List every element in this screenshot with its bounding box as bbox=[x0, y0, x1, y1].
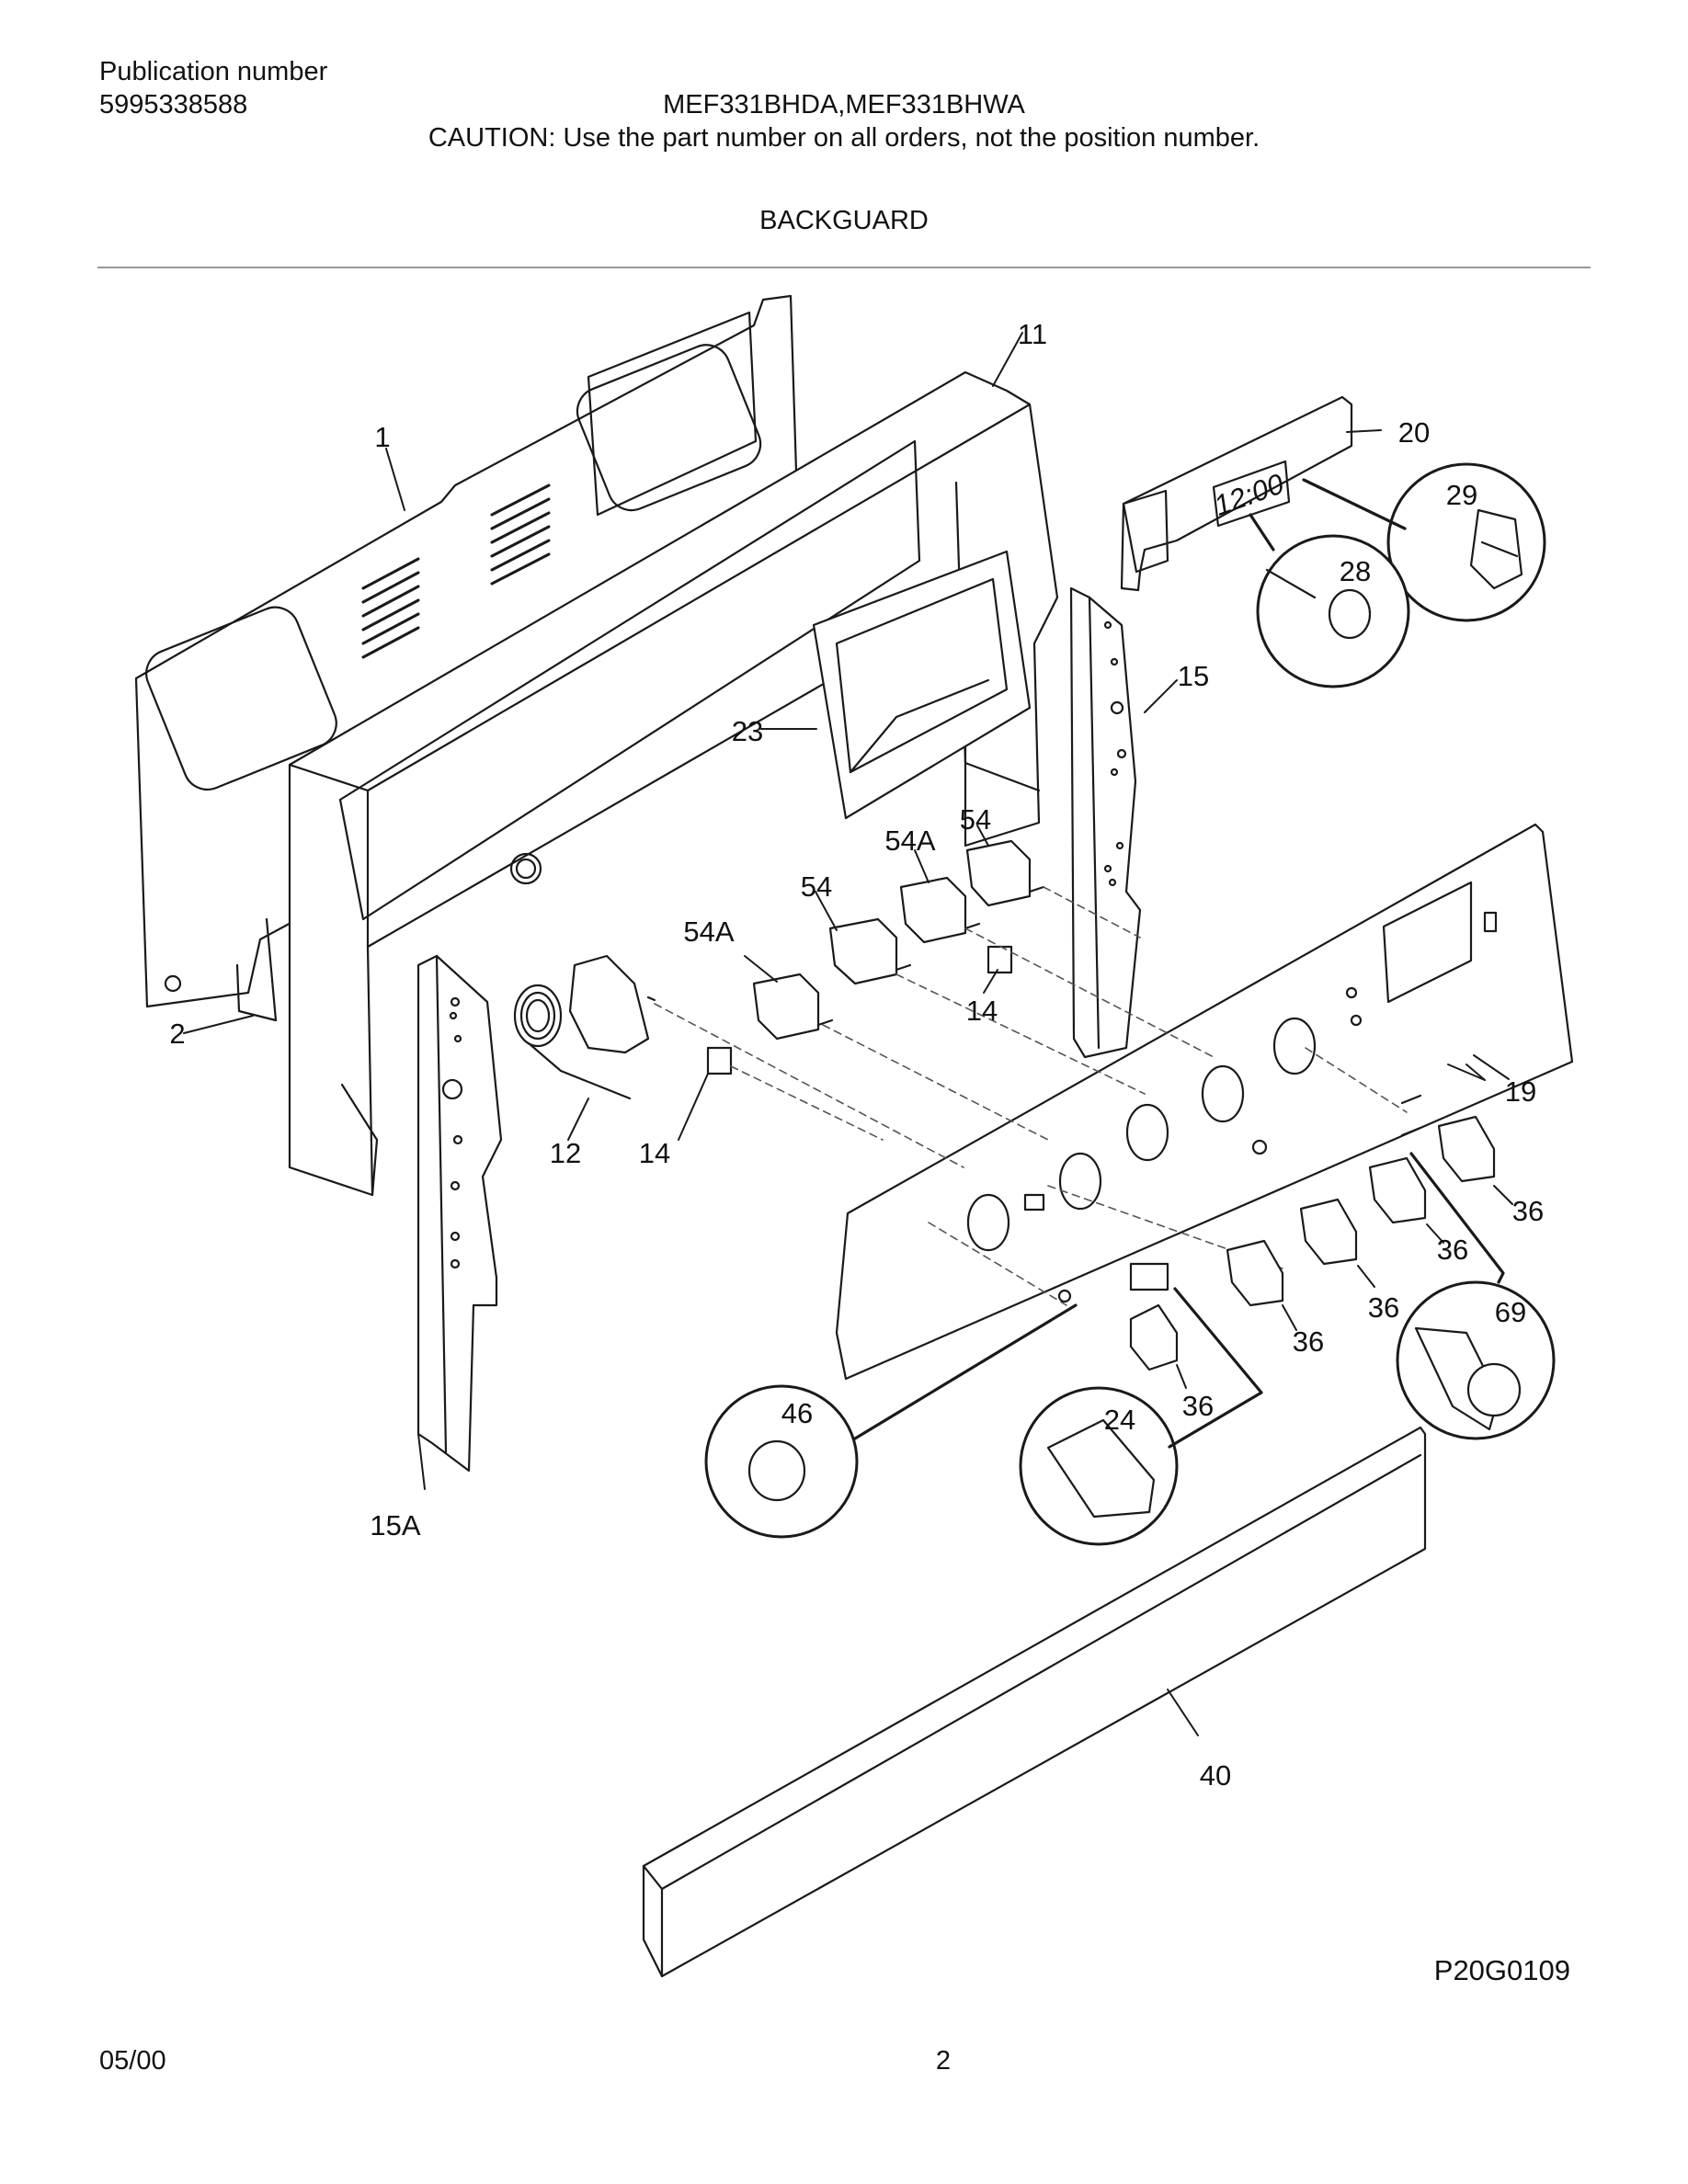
section-title: BACKGUARD bbox=[759, 206, 929, 235]
bracket-23 bbox=[812, 550, 1032, 820]
callout-46: 46 bbox=[781, 1397, 813, 1429]
callout-20: 20 bbox=[1398, 416, 1430, 449]
callout-54-upper: 54 bbox=[960, 803, 991, 836]
callout-36-c: 36 bbox=[1368, 1291, 1399, 1324]
control-panel-19 bbox=[835, 823, 1574, 1381]
footer-date: 05/00 bbox=[99, 2046, 166, 2076]
callout-23: 23 bbox=[732, 715, 763, 747]
callout-15a: 15A bbox=[370, 1509, 420, 1541]
callout-69: 69 bbox=[1495, 1296, 1526, 1328]
figure-code: P20G0109 bbox=[1434, 1954, 1570, 1986]
page-number: 2 bbox=[935, 2046, 952, 2076]
model-numbers: MEF331BHDA,MEF331BHWA bbox=[663, 90, 1025, 119]
callout-14-left: 14 bbox=[639, 1137, 670, 1169]
callout-29: 29 bbox=[1446, 479, 1477, 511]
clock-board-20 bbox=[1120, 395, 1353, 592]
publication-number: 5995338588 bbox=[99, 90, 248, 119]
callout-36-d: 36 bbox=[1293, 1325, 1324, 1358]
callout-40: 40 bbox=[1200, 1759, 1231, 1792]
callout-28: 28 bbox=[1340, 555, 1371, 587]
control-knobs bbox=[1129, 1115, 1496, 1371]
callout-36-b: 36 bbox=[1437, 1234, 1468, 1266]
side-bracket-15 bbox=[1069, 586, 1142, 1059]
side-bracket-15a bbox=[416, 954, 503, 1473]
lower-trim-40 bbox=[642, 1426, 1427, 1978]
callout-54a-upper: 54A bbox=[884, 825, 935, 857]
detail-bubble-69 bbox=[1396, 1280, 1556, 1440]
caution-note: CAUTION: Use the part number on all orde… bbox=[428, 123, 1260, 153]
callout-14-right: 14 bbox=[966, 995, 998, 1027]
callout-15: 15 bbox=[1178, 660, 1209, 692]
callout-24: 24 bbox=[1104, 1404, 1135, 1436]
infinite-switches bbox=[752, 839, 1045, 1041]
publication-label: Publication number bbox=[99, 57, 328, 86]
callout-19: 19 bbox=[1505, 1075, 1536, 1108]
thermostat-12 bbox=[513, 954, 656, 1100]
callout-2: 2 bbox=[169, 1018, 185, 1050]
callout-1: 1 bbox=[374, 421, 390, 453]
callout-54a-lower: 54A bbox=[683, 916, 734, 948]
backguard-shell bbox=[288, 370, 1059, 1197]
callout-54-lower: 54 bbox=[801, 870, 832, 903]
header-divider bbox=[97, 267, 1591, 268]
callout-36-a: 36 bbox=[1512, 1195, 1544, 1227]
callout-11: 11 bbox=[1018, 318, 1047, 350]
callout-12: 12 bbox=[550, 1137, 581, 1169]
callout-36-e: 36 bbox=[1182, 1390, 1214, 1422]
